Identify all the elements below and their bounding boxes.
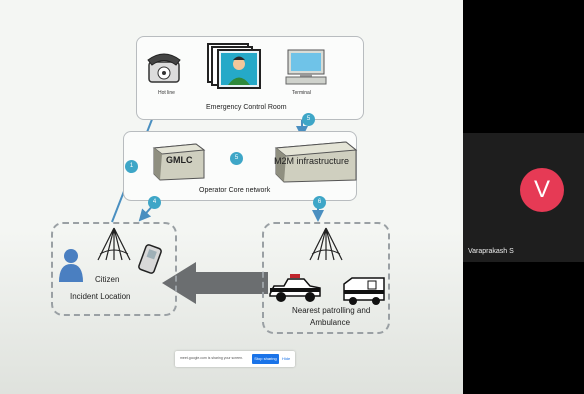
ambulance-label: Ambulance — [310, 318, 351, 327]
participant-name: Varaprakash S — [468, 248, 514, 255]
participant-avatar: V — [520, 168, 564, 212]
m2m-server-icon — [274, 141, 358, 183]
person-icon — [59, 249, 83, 282]
stop-sharing-button[interactable]: Stop sharing — [252, 354, 279, 364]
big-arrow-patrol-to-citizen — [162, 262, 268, 304]
mobile-phone-icon — [138, 244, 162, 274]
step-badge-m2m-gmlc: 5 — [230, 152, 243, 165]
step-badge-gmlc-citizen: 4 — [148, 196, 161, 209]
share-notice-text: meet.google.com is sharing your screen. — [180, 356, 244, 360]
patrol-cell-tower-icon — [309, 227, 343, 261]
telephone-icon — [147, 53, 181, 83]
terminal-computer-icon — [285, 49, 327, 85]
terminal-label: Terminal — [292, 90, 311, 96]
gmlc-label: GMLC — [166, 155, 193, 165]
hotline-label: Hot line — [158, 90, 175, 96]
shared-slide: Hot line Terminal Emergency Control Room… — [0, 0, 463, 394]
core-network-title: Operator Core network — [199, 187, 271, 194]
patrol-ambulance-box — [262, 222, 390, 334]
citizen-label: Citizen — [95, 275, 120, 284]
incident-location-label: Incident Location — [70, 292, 131, 301]
operator-screens-icon — [207, 43, 261, 89]
cell-tower-icon — [97, 227, 131, 261]
patrol-label: Nearest patrolling and — [292, 306, 371, 315]
step-badge-patrol: 6 — [313, 196, 326, 209]
control-room-title: Emergency Control Room — [206, 104, 287, 111]
police-car-icon — [269, 274, 321, 302]
citizen-incident-box — [51, 222, 177, 316]
gmlc-server-icon — [152, 143, 206, 181]
step-badge-terminal: 5 — [302, 113, 315, 126]
ambulance-icon — [343, 277, 385, 305]
m2m-label: M2M infrastructure — [274, 156, 350, 166]
screen-share-notice-bar: meet.google.com is sharing your screen. … — [175, 351, 295, 367]
step-badge-citizen-call: 1 — [125, 160, 138, 173]
hide-button[interactable]: Hide — [282, 356, 291, 361]
